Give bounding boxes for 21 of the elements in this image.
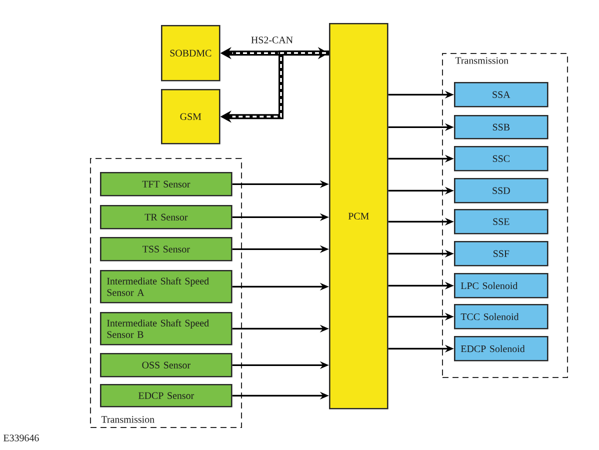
sensor-box: TSS Sensor — [100, 236, 232, 262]
solenoid-box: SSE — [454, 208, 548, 234]
solenoid-box: SSA — [454, 82, 548, 108]
sensor-box: TR Sensor — [100, 204, 232, 230]
module-box: SOBDMC — [161, 25, 220, 82]
sensor-box: TFT Sensor — [100, 172, 232, 196]
solenoid-box: EDCP Solenoid — [454, 336, 548, 362]
solenoid-box: TCC Solenoid — [454, 304, 548, 330]
sensor-box: Intermediate Shaft Speed Sensor A — [100, 270, 232, 304]
sensor-box: EDCP Sensor — [100, 384, 232, 408]
solenoid-box: SSC — [454, 146, 548, 172]
module-box: GSM — [161, 89, 220, 144]
solenoid-box: SSF — [454, 240, 548, 266]
module-box: PCM — [329, 23, 388, 410]
edge-label: HS2-CAN — [250, 36, 294, 44]
figure-id: E339646 — [4, 434, 39, 442]
solenoid-box: LPC Solenoid — [454, 273, 548, 298]
sensor-box: OSS Sensor — [100, 353, 232, 378]
solenoid-box: SSB — [454, 115, 548, 140]
solenoid-box: SSD — [454, 178, 548, 204]
sensor-box: Intermediate Shaft Speed Sensor B — [100, 312, 232, 346]
